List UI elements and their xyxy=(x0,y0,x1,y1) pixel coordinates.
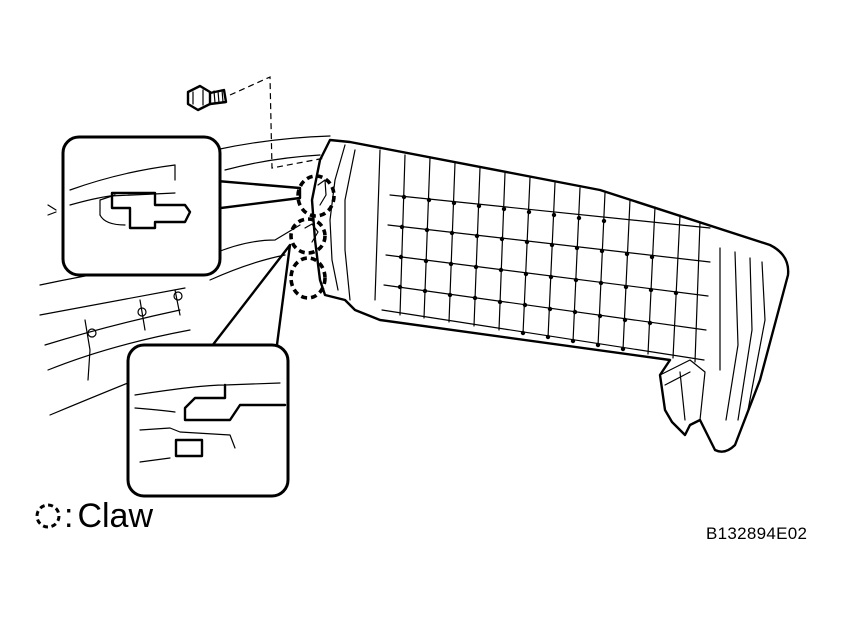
dashed-circle-icon xyxy=(35,503,61,529)
figure-code: B132894E02 xyxy=(706,524,808,543)
panel-grid xyxy=(381,154,711,363)
claw-marker-middle xyxy=(289,217,327,255)
claw-marker-upper xyxy=(296,174,336,218)
legend: : Claw xyxy=(34,496,153,536)
bolt-icon xyxy=(186,84,228,112)
legend-separator: : xyxy=(64,496,74,535)
installation-path-line xyxy=(229,76,326,169)
quarter-trim-panel xyxy=(310,138,790,453)
legend-label: Claw xyxy=(77,496,154,535)
claw-markers xyxy=(289,174,336,300)
detail-callout-upper xyxy=(61,135,302,277)
claw-marker-lower xyxy=(289,256,327,300)
detail-callout-lower xyxy=(126,243,292,498)
